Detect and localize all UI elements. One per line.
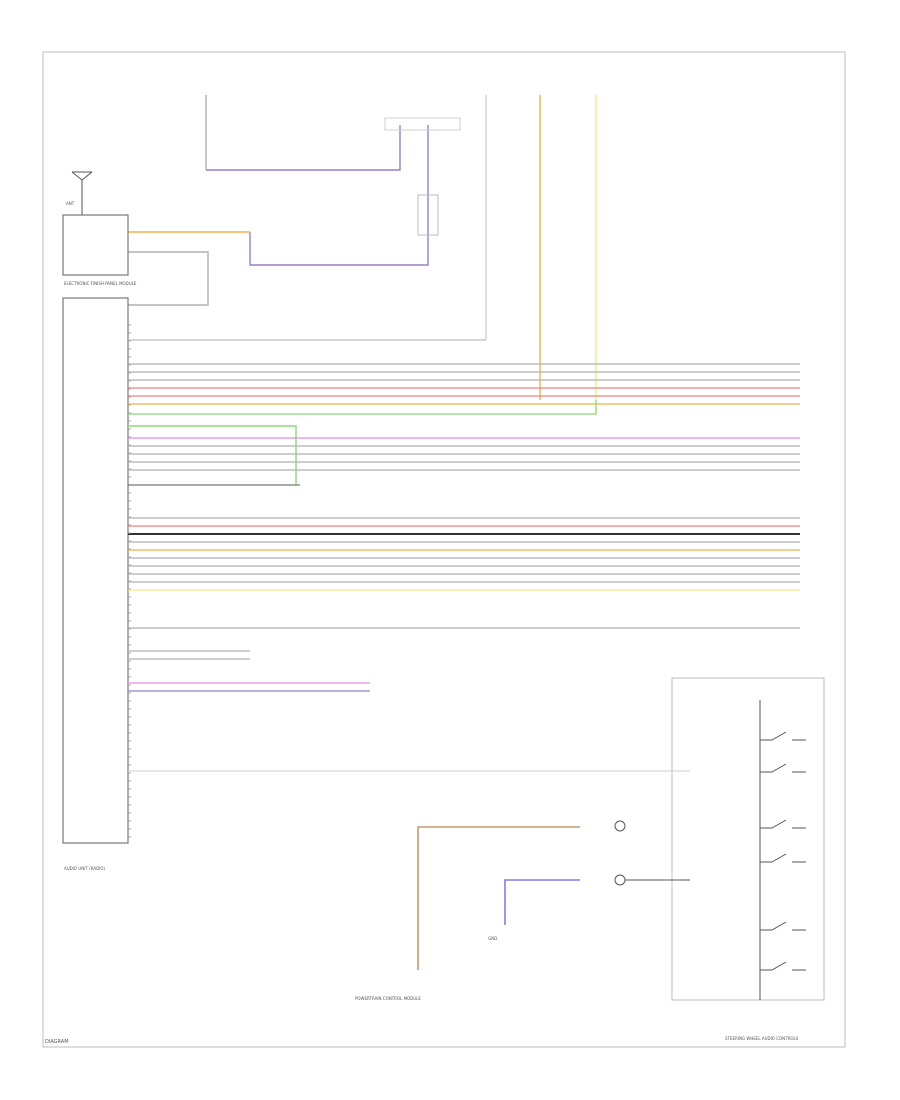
audio-unit-label: AUDIO UNIT (RADIO) [64, 866, 105, 871]
audio-unit [62, 297, 129, 844]
ground-icon [614, 874, 626, 886]
steering-label: STEERING WHEEL AUDIO CONTROLS [725, 1036, 799, 1041]
finish-panel-module-label: ELECTRONIC FINISH PANEL MODULE [64, 281, 137, 286]
footer-code: DIAGRAM [45, 1039, 69, 1045]
switch-ladder [760, 731, 806, 971]
blue-wire [504, 879, 580, 925]
ground-icon [614, 820, 626, 832]
switch-5 [760, 921, 806, 931]
switch-4 [760, 853, 806, 863]
green-wire [128, 425, 297, 485]
switch-2 [760, 763, 806, 773]
yellow-wire-turn [128, 400, 597, 415]
antenna-label: ANT [66, 201, 75, 206]
bus-wires [128, 324, 800, 838]
brown-wire [417, 826, 580, 970]
relay-block [417, 194, 439, 236]
top-feeds [128, 95, 597, 415]
pcm-label: POWERTRAIN CONTROL MODULE [355, 996, 421, 1001]
fuse-box [384, 117, 461, 131]
switch-3 [760, 819, 806, 829]
switch-6 [760, 961, 806, 971]
switch-1 [760, 731, 806, 741]
diagram-border [42, 51, 846, 1048]
steering-wheel-controls [671, 677, 825, 1001]
ground-label: GND [488, 936, 497, 941]
finish-panel-module [62, 214, 129, 276]
antenna-icon [71, 171, 93, 215]
